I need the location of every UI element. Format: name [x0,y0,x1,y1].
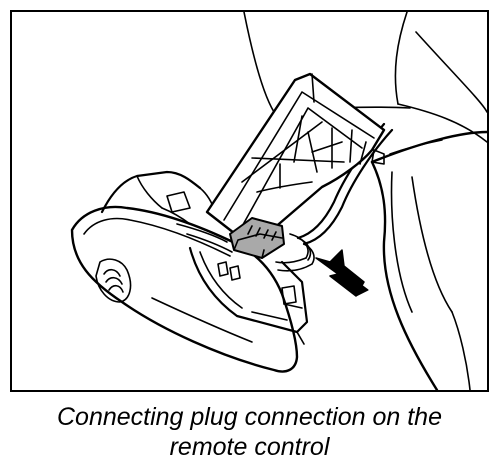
figure-caption: Connecting plug connection on the remote… [0,402,499,462]
inner-housing [188,246,309,345]
remote-control-illustration [70,12,487,390]
illustration-frame [10,10,489,392]
pointer-arrow-icon [315,249,369,297]
caption-line-1: Connecting plug connection on the [56,403,442,431]
open-cover [205,72,386,249]
housing-shell [100,170,233,253]
caption-line-2: remote control [169,433,330,461]
connector-plug [229,217,285,259]
seat-side-panel [370,130,487,390]
